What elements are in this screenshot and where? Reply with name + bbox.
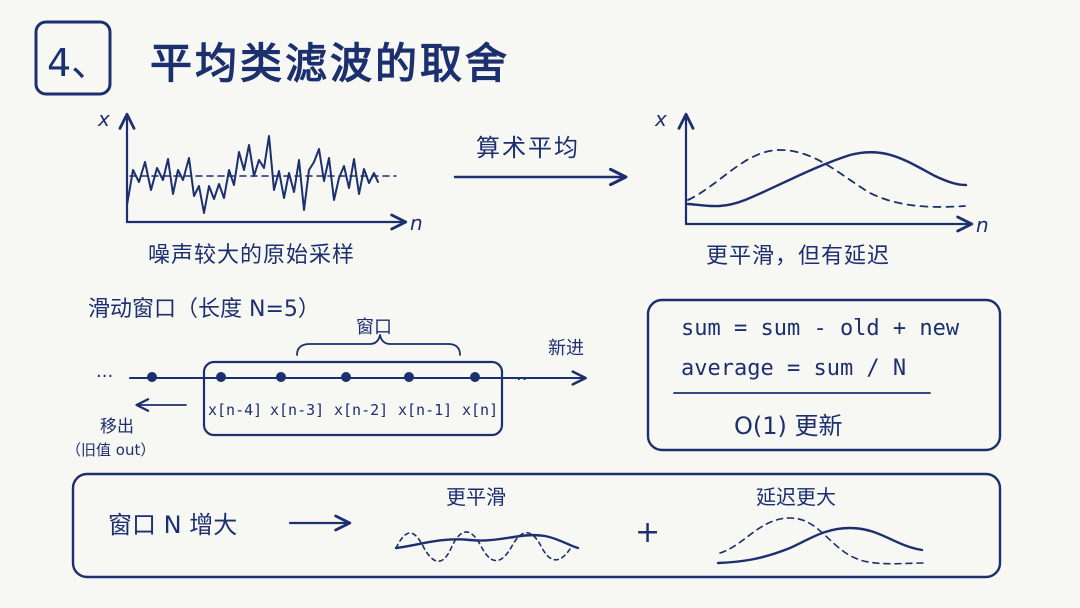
smooth-x-axis-label: n — [976, 213, 989, 237]
raw-samples-plot: x n 噪声较大的原始采样 — [97, 107, 423, 268]
smoother-label: 更平滑 — [446, 485, 506, 509]
section-number: 4、 — [47, 41, 109, 85]
new-in-label: 新进 — [548, 338, 584, 359]
smooth-y-axis-label: x — [654, 107, 667, 131]
original-signal-dashed — [687, 149, 966, 208]
page-title: 平均类滤波的取舍 — [150, 39, 510, 88]
sample-dot-n-3 — [276, 372, 286, 382]
formula-sum: sum = sum - old + new — [681, 316, 960, 341]
sample-label-n-1: x[n-1] — [398, 401, 452, 419]
smooth-caption: 更平滑，但有延迟 — [706, 244, 890, 269]
window-increase-label: 窗口 N 增大 — [108, 511, 237, 539]
old-out-label: （旧值 out） — [66, 441, 155, 459]
sample-dot-n — [470, 372, 480, 382]
formula-average: average = sum / N — [681, 356, 906, 381]
sample-label-n-4: x[n-4] — [208, 401, 262, 419]
tradeoff-box — [71, 472, 1002, 579]
right-ellipsis: ·· — [516, 369, 527, 390]
sample-dot-n-1 — [404, 372, 414, 382]
section-number-box — [34, 20, 112, 96]
left-ellipsis: ··· — [96, 366, 113, 387]
window-bracket — [296, 334, 461, 356]
sliding-window-title: 滑动窗口（长度 N=5） — [88, 297, 320, 322]
averaged-signal — [686, 150, 968, 208]
window-bracket-label: 窗口 — [356, 317, 392, 338]
smoother-noisy-dashed — [395, 531, 573, 563]
raw-y-axis-label: x — [97, 107, 110, 131]
plus-sign: + — [635, 515, 660, 550]
window-box — [202, 360, 504, 437]
sample-label-n-3: x[n-3] — [270, 401, 324, 419]
move-out-label: 移出 — [100, 417, 134, 437]
sample-dot-n-2 — [341, 372, 351, 382]
arithmetic-mean-label: 算术平均 — [476, 134, 580, 162]
formula-box — [646, 298, 1002, 452]
delay-averaged — [716, 526, 924, 565]
sample-label-n-2: x[n-2] — [334, 401, 388, 419]
sample-label-n: x[n] — [462, 401, 498, 419]
raw-x-axis-label: n — [410, 211, 423, 235]
more-delay-label: 延迟更大 — [756, 485, 836, 509]
smoother-averaged — [394, 533, 580, 550]
raw-caption: 噪声较大的原始采样 — [148, 243, 355, 268]
outside-sample-dot — [147, 372, 157, 382]
sample-dot-n-4 — [216, 372, 226, 382]
smoothed-plot: x n 更平滑，但有延迟 — [654, 107, 989, 269]
complexity-label: O(1) 更新 — [734, 412, 843, 440]
raw-noisy-signal — [126, 135, 379, 214]
